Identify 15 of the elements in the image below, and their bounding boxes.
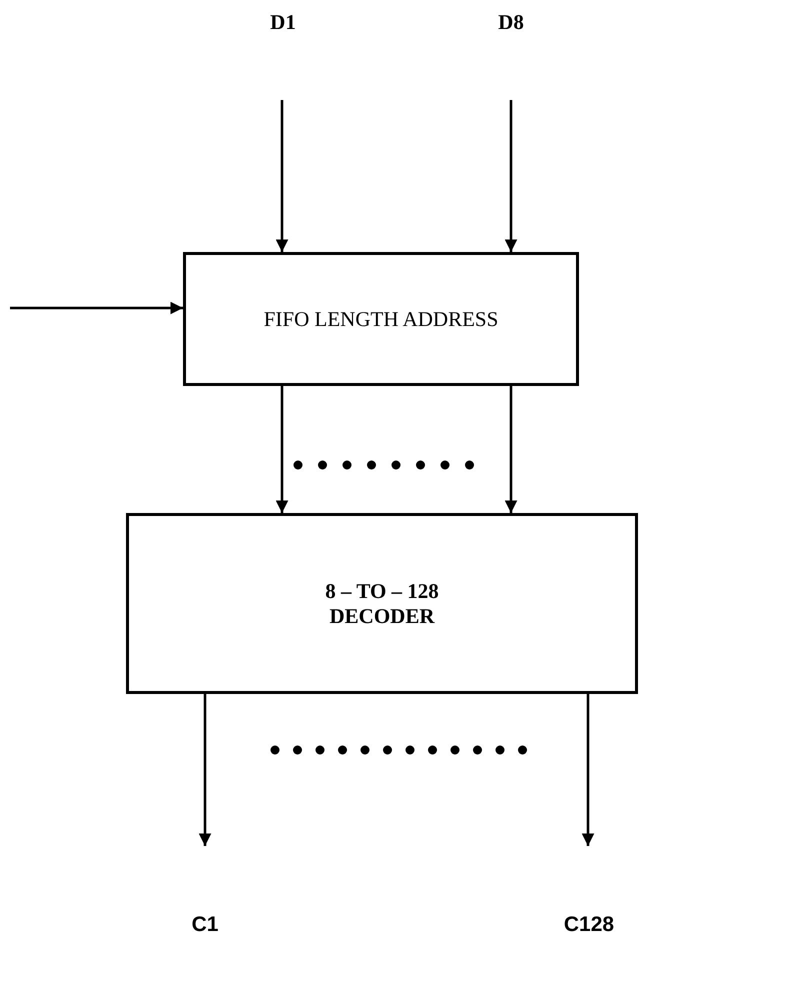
arrow	[276, 386, 288, 513]
output-label: C128	[562, 912, 616, 938]
arrow	[504, 386, 518, 513]
input-label: D1	[269, 8, 297, 36]
arrow	[198, 694, 212, 846]
arrow	[504, 100, 518, 252]
input-label: D8	[497, 8, 525, 36]
arrow	[582, 694, 594, 846]
decoder-box	[126, 513, 638, 694]
output-label: C1	[190, 912, 220, 938]
box-label: 8 – TO – 128 DECODER	[324, 578, 440, 628]
arrow	[276, 100, 288, 252]
box-label: FIFO LENGTH ADDRESS	[264, 306, 498, 332]
arrow	[10, 302, 183, 314]
process-box	[183, 252, 579, 386]
